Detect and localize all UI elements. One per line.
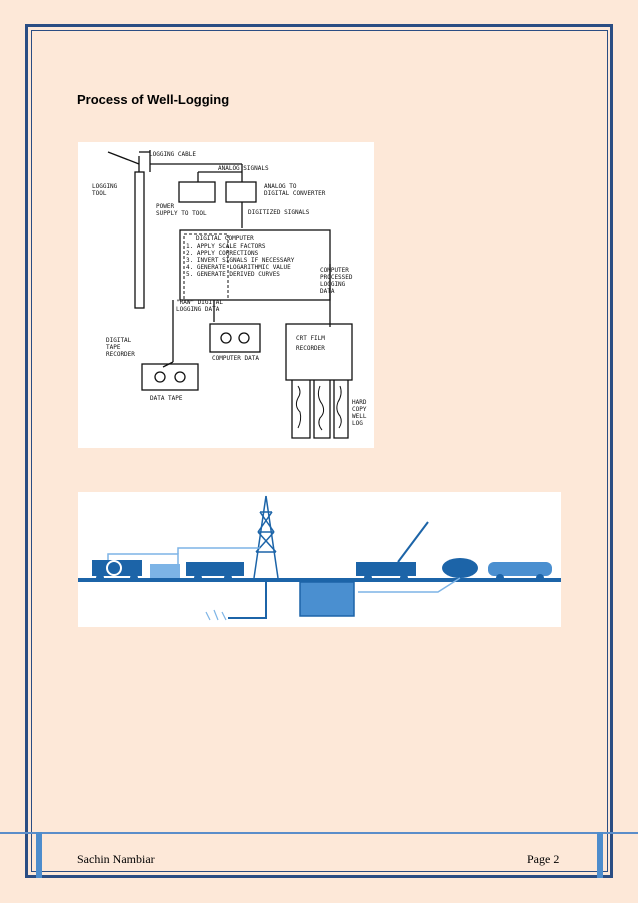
hard-copy-label-2: COPY: [352, 406, 367, 413]
crt-film-recorder-box: [285, 323, 353, 381]
page-border-inner: [31, 30, 608, 872]
computer-step-3: 3. INVERT SIGNALS IF NECESSARY: [186, 257, 295, 264]
mud-pit: [299, 581, 355, 617]
hard-copy-label-3: WELL: [352, 413, 367, 420]
footer-page-number: Page 2: [527, 852, 560, 866]
raw-digital-label-2: LOGGING DATA: [176, 306, 220, 313]
storage-tank-icon: [442, 558, 478, 578]
digitized-signals-label: DIGITIZED SIGNALS: [248, 209, 310, 216]
computer-step-1: 1. APPLY SCALE FACTORS: [186, 243, 266, 250]
logging-tool-label-2: TOOL: [92, 190, 107, 197]
pump-truck-icon: [186, 562, 244, 582]
footer-divider: [0, 832, 638, 834]
footer-left-bar: [36, 832, 42, 878]
adc-label-1: ANALOG TO: [264, 183, 297, 190]
computer-data-tape-box: [209, 323, 261, 353]
computer-step-4: 4. GENERATE LOGARITHMIC VALUE: [186, 264, 291, 271]
adc-box: [225, 181, 257, 203]
crt-film-label-2: RECORDER: [296, 345, 325, 352]
hard-copy-label-1: HARD: [352, 399, 367, 406]
power-supply-label-1: POWER: [156, 203, 174, 210]
drilling-site-illustration: [78, 492, 561, 627]
computer-step-2: 2. APPLY CORRECTIONS: [186, 250, 259, 257]
computer-processed-label-3: LOGGING: [320, 281, 346, 288]
power-supply-box: [178, 181, 216, 203]
digital-tape-recorder-label-1: DIGITAL: [106, 337, 132, 344]
logging-truck-icon: [92, 560, 142, 582]
footer-right-bar: [597, 832, 603, 878]
computer-processed-label-1: COMPUTER: [320, 267, 349, 274]
derrick-icon: [253, 495, 279, 579]
footer-author: Sachin Nambiar: [77, 852, 155, 866]
well-logging-flow-diagram: LOGGING CABLE ANALOG SIGNALS LOGGING TOO…: [78, 142, 374, 448]
power-supply-label-2: SUPPLY TO TOOL: [156, 210, 207, 217]
computer-processed-label-2: PROCESSED: [320, 274, 353, 281]
logging-tool-shape: [134, 171, 145, 309]
crane-truck-icon: [356, 521, 429, 582]
logging-cable-label: LOGGING CABLE: [149, 151, 196, 158]
page-border-outer: [25, 24, 613, 878]
adc-label-2: DIGITAL CONVERTER: [264, 190, 326, 197]
computer-processed-label-4: DATA: [320, 288, 335, 295]
data-tape-box: [141, 363, 199, 391]
logging-tool-label-1: LOGGING: [92, 183, 118, 190]
digital-tape-recorder-label-2: TAPE: [106, 344, 121, 351]
raw-digital-label-1: "RAW" DIGITAL: [176, 299, 223, 306]
hard-copy-label-4: LOG: [352, 420, 363, 427]
page-title: Process of Well-Logging: [77, 92, 230, 107]
container-icon: [150, 564, 180, 578]
digital-tape-recorder-label-3: RECORDER: [106, 351, 135, 358]
computer-step-5: 5. GENERATE DERIVED CURVES: [186, 271, 280, 278]
analog-signals-label: ANALOG SIGNALS: [218, 165, 269, 172]
computer-data-label: COMPUTER DATA: [212, 355, 259, 362]
digital-computer-label: DIGITAL COMPUTER: [196, 235, 254, 242]
data-tape-label: DATA TAPE: [150, 395, 183, 402]
ground-line: [78, 578, 561, 582]
crt-film-label-1: CRT FILM: [296, 335, 325, 342]
tanker-truck-icon: [488, 562, 552, 582]
